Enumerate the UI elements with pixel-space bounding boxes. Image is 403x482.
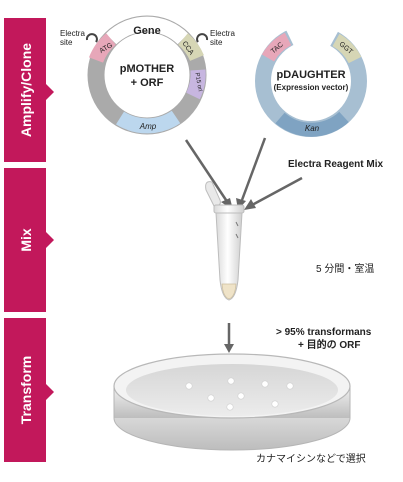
step-band-amplify: Amplify/Clone <box>4 18 54 162</box>
plasmid-daughter-tac-segment <box>261 32 292 62</box>
colony <box>227 377 235 385</box>
plasmid-mother-amp-label: Amp <box>139 122 157 131</box>
left-site-label-line2: site <box>60 38 73 47</box>
transform-arrow <box>224 323 234 353</box>
plasmid-mother-ori-segment <box>186 69 206 100</box>
arrow-from-reagent <box>251 176 303 207</box>
result-label-line1: > 95% transformans <box>276 327 372 338</box>
colony <box>185 382 193 390</box>
arrow-from-mother <box>184 139 230 204</box>
right-site-label-line1: Electra <box>210 29 235 38</box>
colony <box>271 400 279 408</box>
petri-dish-icon <box>113 353 351 451</box>
colonies <box>185 377 294 411</box>
plasmid-daughter-name-line2: (Expression vector) <box>274 83 349 92</box>
step-label-mix: Mix <box>18 228 34 252</box>
plasmid-mother-cca-segment <box>177 33 204 62</box>
reagent-mix-label: Electra Reagent Mix <box>288 159 383 170</box>
left-site-arrow-icon <box>85 33 98 43</box>
arrow-from-daughter <box>240 137 267 201</box>
step-band-mix: Mix <box>4 168 54 312</box>
plasmid-mother: Gene ATG CCA P15 ori Amp pMOTHER + ORF E… <box>60 15 235 135</box>
left-site-label-line1: Electra <box>60 29 85 38</box>
plasmid-mother-name-line1: pMOTHER <box>120 63 174 75</box>
plasmid-mother-atg-segment <box>88 33 117 64</box>
plasmid-daughter-kan-label: Kan <box>305 124 320 133</box>
right-site-arrow-icon <box>196 33 209 43</box>
plasmid-daughter-insert-gap <box>286 24 339 48</box>
arrow-from-reagent-head-icon <box>244 199 256 210</box>
plasmid-mother-gene-label: Gene <box>133 25 161 37</box>
right-site-label-line2: site <box>210 38 223 47</box>
incubation-label: 5 分間・室温 <box>316 262 374 275</box>
plasmid-mother-gene-segment <box>105 16 189 45</box>
step-band-transform: Transform <box>4 318 54 462</box>
plasmid-mother-amp-segment <box>115 110 181 134</box>
mix-arrows <box>184 137 303 210</box>
plasmid-daughter-kan-segment <box>275 111 349 137</box>
colony <box>226 403 234 411</box>
transform-arrow-head-icon <box>224 344 234 353</box>
plasmid-daughter: TAC GGT Kan pDAUGHTER (Expression vector… <box>255 24 367 137</box>
plasmid-mother-name-line2: + ORF <box>131 77 164 89</box>
colony <box>261 380 269 388</box>
step-label-transform: Transform <box>18 356 34 424</box>
plasmid-daughter-name-line1: pDAUGHTER <box>276 69 345 81</box>
colony <box>207 394 215 402</box>
plasmid-daughter-ggt-segment <box>332 33 362 64</box>
step-label-amplify: Amplify/Clone <box>18 43 34 137</box>
tube-icon <box>205 181 245 301</box>
result-label-line2: + 目的の ORF <box>298 338 361 351</box>
colony <box>286 382 294 390</box>
plasmid-mother-ori-label: P15 ori <box>193 72 202 92</box>
colony <box>237 392 245 400</box>
selection-label: カナマイシンなどで選択 <box>256 452 366 465</box>
